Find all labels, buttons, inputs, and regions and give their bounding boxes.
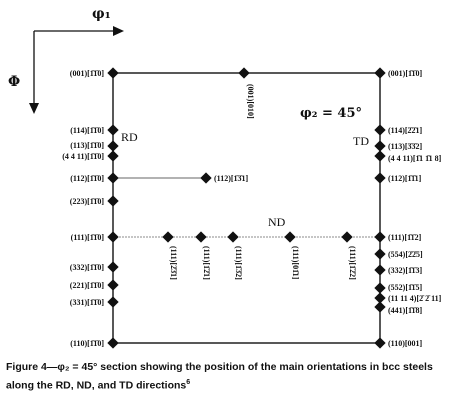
nd-rotated-label: (111)[2̄3̄1] bbox=[169, 246, 178, 280]
Phi-axis-label: Φ bbox=[8, 74, 20, 90]
right-label: (114)[2̄2̄1] bbox=[388, 126, 423, 135]
marker bbox=[107, 279, 119, 291]
marker bbox=[107, 67, 119, 79]
left-labels: (001)[1̄1̄0] (114)[1̄1̄0] (113)[1̄1̄0] (… bbox=[62, 69, 104, 348]
left-label: (001)[1̄1̄0] bbox=[70, 69, 105, 78]
marker bbox=[374, 124, 386, 136]
right-label: (441)[1̄1̄8] bbox=[388, 306, 423, 315]
marker bbox=[374, 337, 386, 349]
left-label: (332)[1̄1̄0] bbox=[70, 263, 105, 272]
marker bbox=[107, 261, 119, 273]
odf-section-diagram: φ₁ Φ RD ND TD φ₂ = 45° bbox=[8, 6, 442, 349]
marker bbox=[107, 231, 119, 243]
marker bbox=[200, 172, 212, 184]
rd-direction-label: RD bbox=[121, 130, 138, 144]
right-label: (110)[001] bbox=[388, 339, 423, 348]
left-label: (113)[1̄1̄0] bbox=[70, 141, 104, 150]
marker bbox=[374, 282, 386, 294]
left-label: (4 4 11)[1̄1̄0] bbox=[62, 152, 104, 161]
marker bbox=[374, 67, 386, 79]
right-label: (112)[1̄1̄1] bbox=[388, 174, 422, 183]
nd-rotated-label: (111)[1̄3̄2] bbox=[234, 246, 243, 280]
nd-rotated-label: (111)[1̄2̄1] bbox=[202, 246, 211, 280]
nd-rotated-label: (111)[1̄2̄2] bbox=[348, 246, 357, 280]
left-label: (111)[1̄1̄0] bbox=[71, 233, 105, 242]
right-label: (001)[1̄1̄0] bbox=[388, 69, 423, 78]
right-label: (113)[3̄3̄2] bbox=[388, 142, 423, 151]
td-direction-label: TD bbox=[353, 134, 369, 148]
left-label: (223)[1̄1̄0] bbox=[70, 197, 105, 206]
marker bbox=[195, 231, 207, 243]
marker bbox=[107, 150, 119, 162]
marker bbox=[107, 195, 119, 207]
marker bbox=[374, 301, 386, 313]
marker bbox=[107, 172, 119, 184]
marker bbox=[227, 231, 239, 243]
phi2-section-label: φ₂ = 45° bbox=[300, 106, 362, 121]
caption-line-2: along the RD, ND, and TD directions6 bbox=[6, 375, 468, 394]
left-label: (114)[1̄1̄0] bbox=[70, 126, 104, 135]
marker bbox=[374, 231, 386, 243]
caption-line-2-text: along the RD, ND, and TD directions bbox=[6, 379, 187, 392]
right-label: (4 4 11)[1̄1 1̄1 8] bbox=[388, 154, 442, 163]
left-label: (331)[1̄1̄0] bbox=[70, 298, 105, 307]
marker bbox=[374, 292, 386, 304]
left-label: (112)[1̄1̄0] bbox=[70, 174, 104, 183]
phi1-axis-label: φ₁ bbox=[92, 6, 111, 22]
right-label: (554)[2̄2̄5] bbox=[388, 250, 423, 259]
right-label: (11 11 4)[2̄ 2̄ 11] bbox=[388, 294, 442, 303]
nd-rotated-label: (111)[01̄1] bbox=[291, 246, 300, 280]
marker bbox=[107, 337, 119, 349]
marker bbox=[374, 248, 386, 260]
marker bbox=[107, 296, 119, 308]
figure-caption: Figure 4—φ₂ = 45° section showing the po… bbox=[6, 359, 468, 394]
mid-label: (112)[1̄3̄1] bbox=[214, 174, 249, 183]
marker bbox=[107, 124, 119, 136]
left-label: (221)[1̄1̄0] bbox=[70, 281, 105, 290]
caption-reference: 6 bbox=[186, 379, 191, 386]
marker bbox=[374, 172, 386, 184]
marker bbox=[341, 231, 353, 243]
marker bbox=[374, 140, 386, 152]
marker bbox=[374, 264, 386, 276]
axis-arrows bbox=[29, 26, 124, 114]
right-label: (332)[1̄1̄3] bbox=[388, 266, 423, 275]
right-label: (552)[1̄1̄5] bbox=[388, 283, 423, 292]
marker bbox=[162, 231, 174, 243]
left-label: (110)[1̄1̄0] bbox=[70, 339, 104, 348]
right-label: (111)[1̄1̄2] bbox=[388, 233, 422, 242]
top-rotated-label: (001)[010] bbox=[246, 84, 255, 119]
nd-labels: (111)[2̄3̄1] (111)[1̄2̄1] (111)[1̄3̄2] (… bbox=[169, 246, 357, 280]
marker bbox=[238, 67, 250, 79]
marker bbox=[107, 140, 119, 152]
marker bbox=[374, 150, 386, 162]
right-labels: (001)[1̄1̄0] (114)[2̄2̄1] (113)[3̄3̄2] (… bbox=[388, 69, 442, 348]
caption-line-1: Figure 4—φ₂ = 45° section showing the po… bbox=[6, 361, 433, 373]
marker bbox=[284, 231, 296, 243]
nd-direction-label: ND bbox=[268, 215, 286, 229]
